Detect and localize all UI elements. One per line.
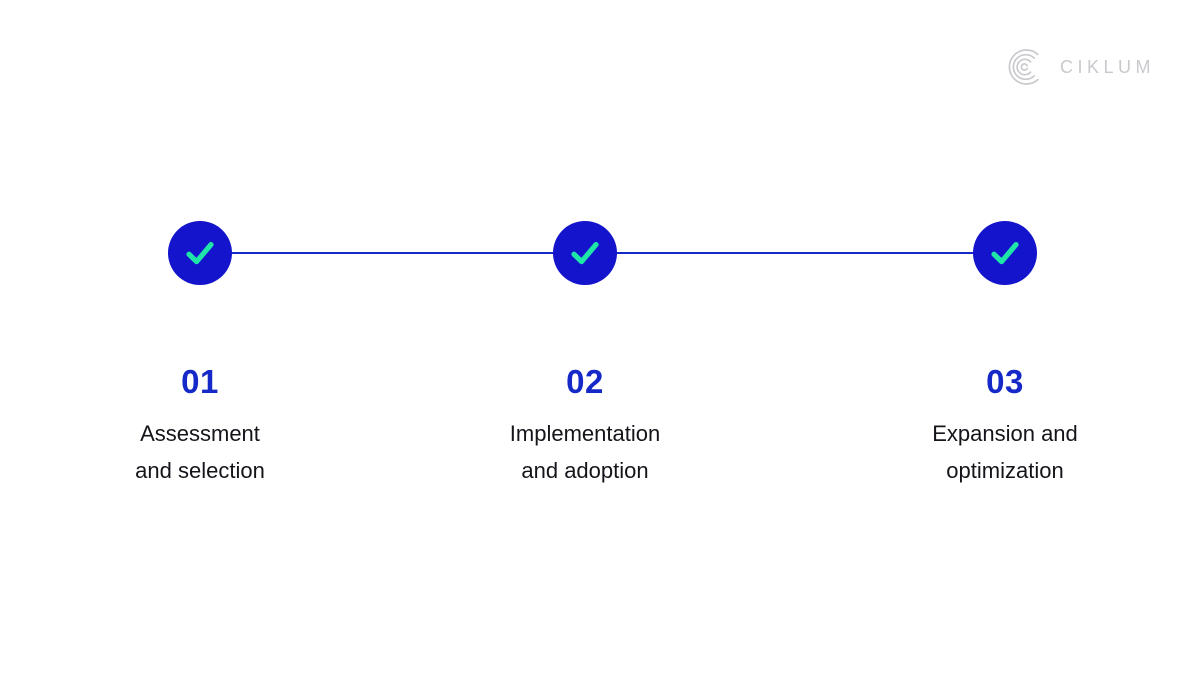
check-icon <box>565 233 605 273</box>
brand-wordmark: CIKLUM <box>1059 57 1155 77</box>
step-node-03[interactable] <box>973 221 1037 285</box>
timeline-step-02[interactable]: 02 Implementation and adoption <box>455 221 715 489</box>
timeline-step-01[interactable]: 01 Assessment and selection <box>70 221 330 489</box>
step-node-01[interactable] <box>168 221 232 285</box>
step-label-03: Expansion and optimization <box>932 421 1078 483</box>
check-icon <box>180 233 220 273</box>
timeline-step-03[interactable]: 03 Expansion and optimization <box>875 221 1135 489</box>
step-label-02: Implementation and adoption <box>509 421 661 483</box>
step-node-02[interactable] <box>553 221 617 285</box>
step-number-03: 03 <box>986 363 1024 400</box>
step-number-02: 02 <box>566 363 604 400</box>
step-label-01: Assessment and selection <box>135 421 265 483</box>
brand-logo: CIKLUM <box>1006 47 1155 87</box>
ciklum-mark-icon <box>1006 47 1046 87</box>
check-icon <box>985 233 1025 273</box>
step-number-01: 01 <box>181 363 219 400</box>
